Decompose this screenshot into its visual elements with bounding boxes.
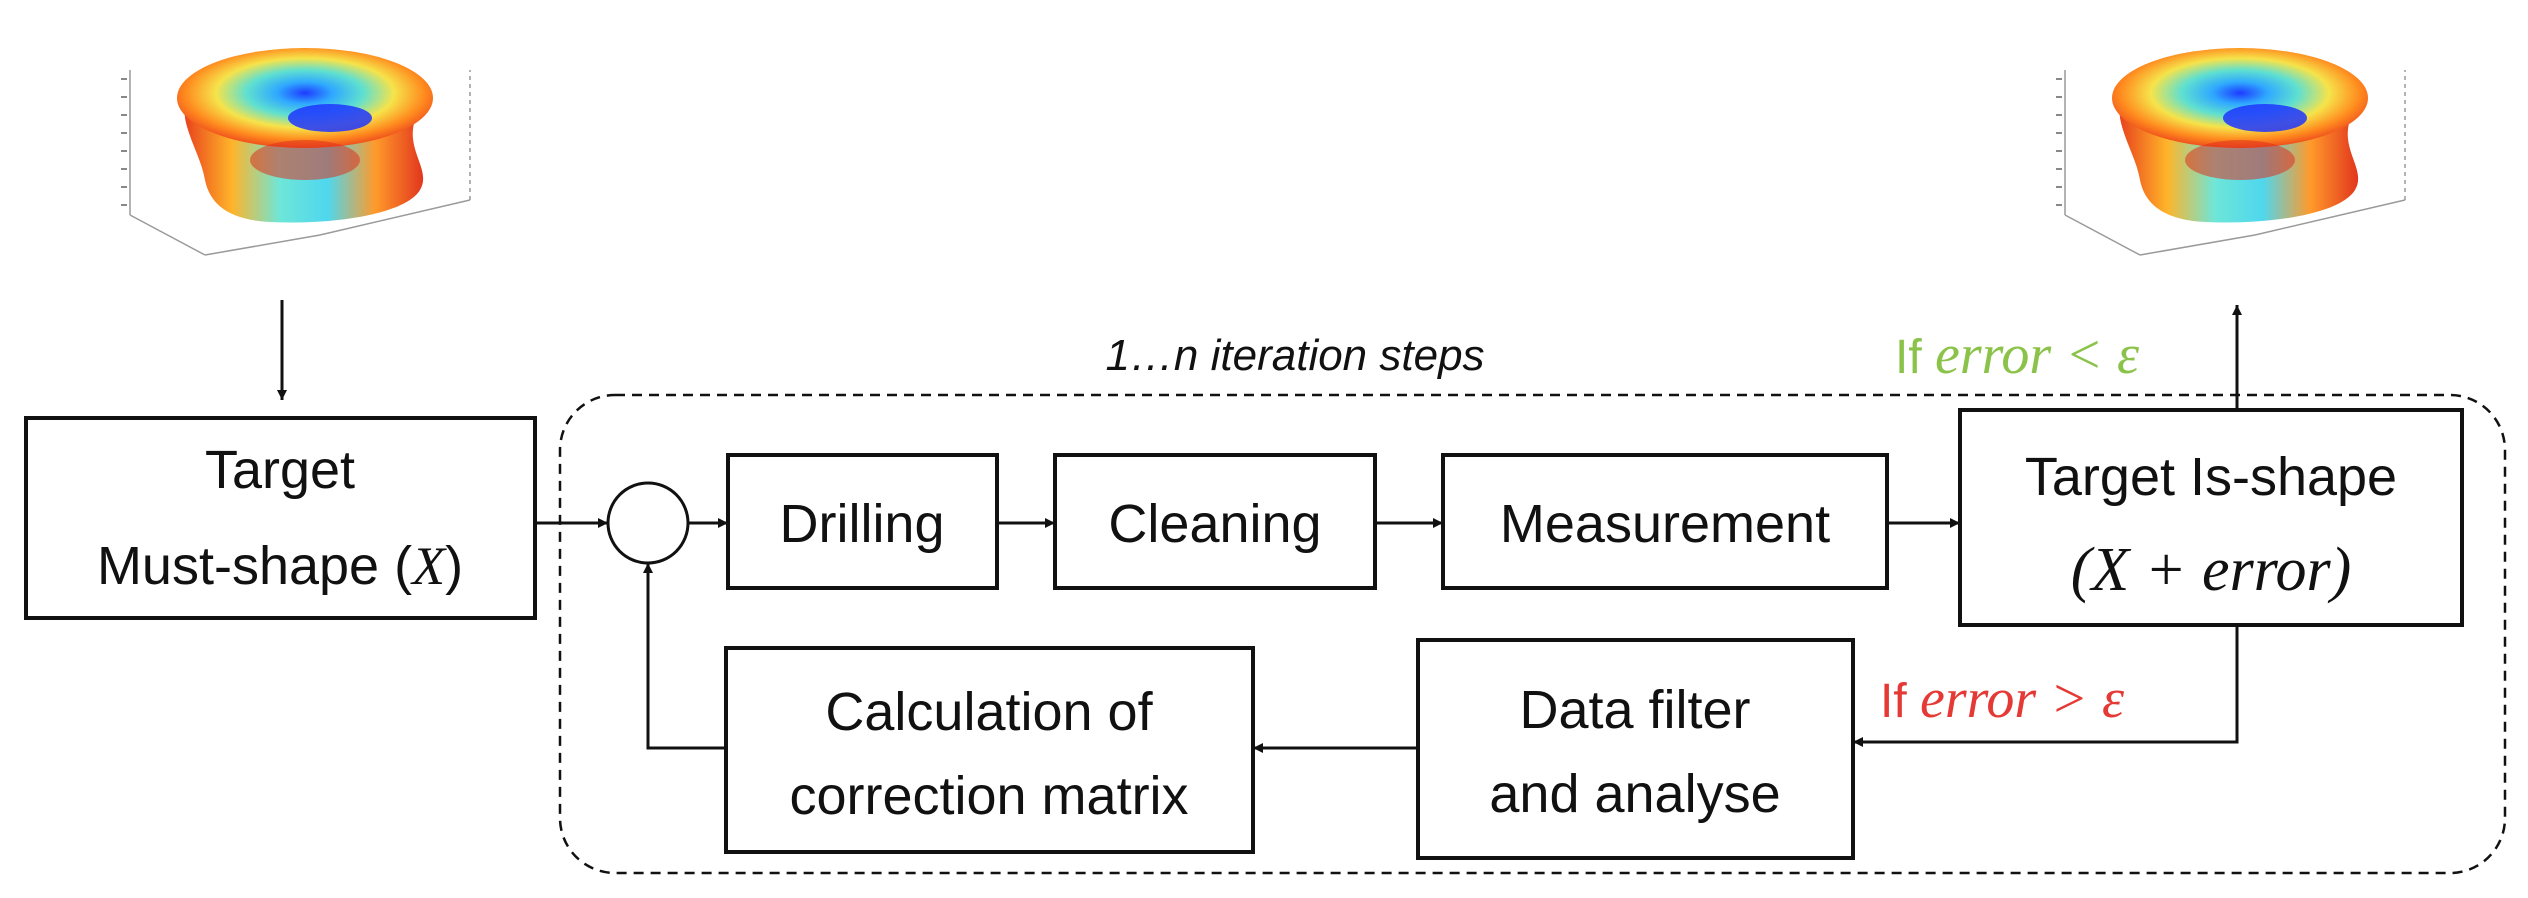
connectors (277, 300, 2242, 753)
target-must-label-line1: Target (205, 440, 355, 500)
condition-success: If error < ε (1895, 324, 2140, 386)
plot-axes-right (2064, 70, 2406, 256)
summing-junction (606, 481, 690, 565)
iteration-label: 1…n iteration steps (1105, 331, 1484, 380)
node-drilling: Drilling (726, 453, 999, 590)
target-is-label-line1: Target Is-shape (2025, 447, 2397, 507)
node-data-filter: Data filter and analyse (1416, 638, 1855, 860)
correction-label-line2: correction matrix (789, 766, 1188, 826)
surface-top-right (2112, 48, 2368, 148)
node-cleaning: Cleaning (1053, 453, 1377, 590)
target-is-label-line2: (X + error) (2071, 536, 2352, 604)
iteration-container (558, 393, 2507, 875)
surface-plot-right (2056, 48, 2406, 256)
arrow-correction-to-sum (643, 563, 726, 750)
node-target-must-shape: Target Must-shape (X) (24, 416, 537, 620)
data-filter-label-line1: Data filter (1519, 680, 1750, 740)
plot-ticks-left (121, 78, 127, 206)
node-correction-matrix: Calculation of correction matrix (724, 646, 1255, 854)
node-target-is-shape: Target Is-shape (X + error) (1958, 408, 2464, 627)
arrow-target-is-to-data-filter (1853, 625, 2239, 747)
drilling-label: Drilling (779, 494, 944, 554)
condition-failure: If error > ε (1880, 668, 2125, 730)
data-filter-label-line2: and analyse (1489, 764, 1780, 824)
plot-axes-left (129, 70, 471, 256)
plot-ticks-right (2056, 78, 2062, 206)
surface-plot-left (121, 48, 471, 256)
cleaning-label: Cleaning (1108, 494, 1321, 554)
node-measurement: Measurement (1441, 453, 1889, 590)
surface-top-left (177, 48, 433, 148)
target-must-label-line2: Must-shape (X) (97, 536, 463, 596)
measurement-label: Measurement (1500, 494, 1830, 554)
correction-label-line1: Calculation of (825, 682, 1153, 742)
